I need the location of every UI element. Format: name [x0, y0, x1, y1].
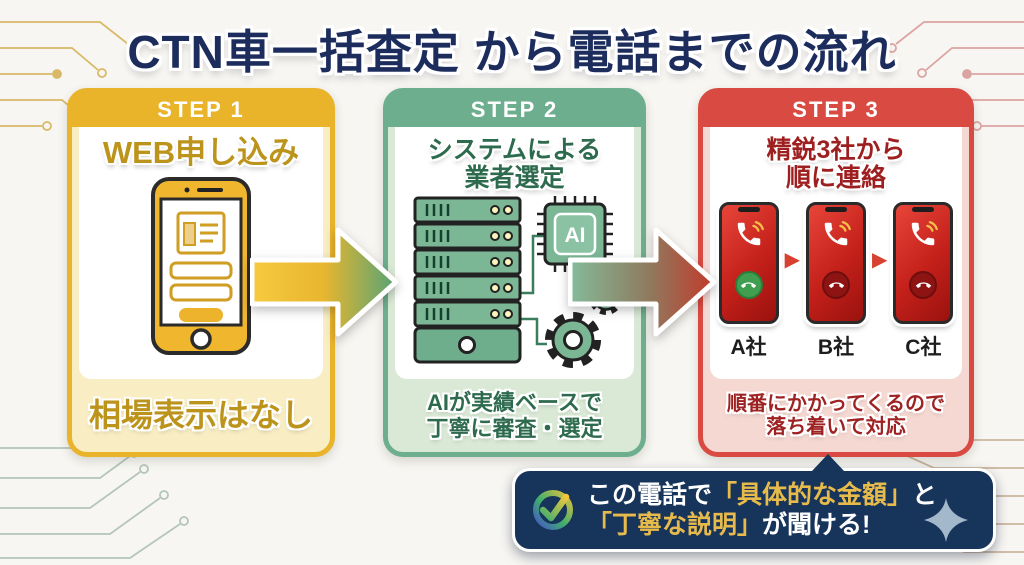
step1-title: WEB申し込み	[102, 135, 300, 170]
check-icon	[529, 484, 577, 537]
step2-body: システムによる 業者選定	[395, 127, 634, 379]
phone-icon	[718, 202, 779, 324]
callout-banner: この電話で「具体的な金額」と 「丁寧な説明」が聞ける!	[512, 454, 996, 552]
phone-notch	[912, 207, 935, 212]
step3-footer: 順番にかかってくるので 落ち着いて対応	[727, 392, 945, 438]
answer-call-button-icon	[734, 271, 763, 299]
svg-text:AI: AI	[564, 224, 585, 247]
phone-company-b: B社	[806, 202, 866, 361]
step1-footer: 相場表示はなし	[88, 397, 313, 434]
phone-notch	[737, 207, 760, 212]
decline-call-button-icon	[909, 271, 938, 299]
phone-notch	[825, 207, 847, 212]
step3-body: 精鋭3社から 順に連絡 A社	[710, 127, 962, 379]
page-title: CTN車一括査定 から電話までの流れ	[127, 26, 897, 78]
next-phone-arrow-icon: ▶	[872, 249, 888, 271]
phone-ringing-icon	[908, 219, 939, 254]
step1-header: STEP 1	[72, 93, 330, 127]
callout-tail	[812, 454, 844, 471]
web-form-phone-icon	[79, 176, 323, 360]
next-phone-arrow-icon: ▶	[784, 249, 800, 271]
server-rack-icon	[413, 196, 521, 364]
step3-title: 精鋭3社から 順に連絡	[766, 136, 906, 192]
company-label: A社	[730, 336, 767, 359]
step3-header: STEP 3	[703, 93, 969, 127]
phone-ringing-icon	[821, 219, 851, 254]
flow-arrow-step1-to-step2-icon	[249, 226, 400, 343]
step3-card: STEP 3 精鋭3社から 順に連絡	[698, 88, 974, 457]
phone-icon	[806, 202, 866, 324]
flow-arrow-step2-to-step3-icon	[567, 226, 718, 343]
phone-company-c: C社	[893, 202, 954, 361]
ai-chip-icon: AI	[536, 196, 613, 272]
step1-body: WEB申し込み	[79, 127, 323, 379]
step2-title: システムによる 業者選定	[427, 136, 602, 192]
step2-footer: AIが実績ベースで 丁寧に審査・選定	[426, 390, 603, 441]
decline-call-button-icon	[822, 271, 850, 299]
phone-icon	[893, 202, 954, 324]
callout-text: この電話で「具体的な金額」と 「丁寧な説明」が聞ける!	[587, 480, 938, 540]
calling-phones-row: A社 ▶ B社 ▶	[710, 202, 962, 361]
step2-header: STEP 2	[388, 93, 641, 127]
phone-ringing-icon	[734, 219, 764, 254]
server-ai-illustration: AI	[395, 196, 634, 373]
phone-company-a: A社	[718, 202, 779, 361]
company-label: B社	[817, 336, 855, 359]
sparkle-icon	[923, 497, 969, 548]
company-label: C社	[905, 336, 942, 359]
